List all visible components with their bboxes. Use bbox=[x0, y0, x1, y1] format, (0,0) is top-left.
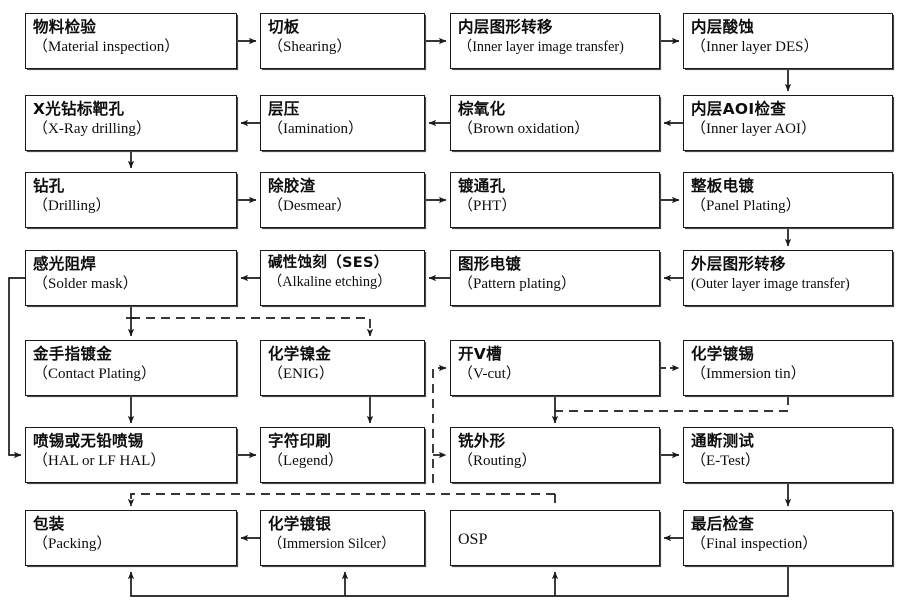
node-label-en: （Immersion Silcer） bbox=[268, 535, 396, 552]
node-inner-layer-image-transfer[interactable]: 内层图形转移 （Inner layer image transfer) bbox=[450, 13, 660, 69]
edge-solder-mask-to-hal bbox=[8, 277, 25, 459]
node-label-en: （PHT） bbox=[458, 197, 517, 214]
node-label-cn: 物料检验 bbox=[33, 18, 97, 36]
node-label-cn: 化学镀银 bbox=[268, 515, 332, 533]
node-label-en: (Outer layer image transfer) bbox=[691, 275, 850, 292]
node-osp[interactable]: OSP bbox=[450, 510, 660, 566]
node-label-en: （Immersion tin） bbox=[691, 365, 806, 382]
node-label-en: （Inner layer DES） bbox=[691, 38, 819, 55]
node-label-cn: 镀通孔 bbox=[458, 177, 506, 195]
node-label-cn: 字符印刷 bbox=[268, 432, 332, 450]
node-label-en: （E-Test） bbox=[691, 452, 760, 469]
edge-bottom-return-bus bbox=[127, 566, 789, 597]
node-label-cn: 开V槽 bbox=[458, 345, 502, 363]
edge-solder-mask-to-enig bbox=[131, 317, 374, 337]
edge-enig-to-v-cut bbox=[432, 364, 447, 483]
node-desmear[interactable]: 除胶渣 （Desmear） bbox=[260, 172, 425, 228]
node-label-cn: 外层图形转移 bbox=[691, 255, 786, 273]
node-label-en: （Desmear） bbox=[268, 197, 352, 214]
node-label-cn: 金手指镀金 bbox=[33, 345, 113, 363]
node-label-cn: 整板电镀 bbox=[691, 177, 755, 195]
node-label-en: （Brown oxidation） bbox=[458, 120, 590, 137]
node-label-cn: 喷锡或无铅喷锡 bbox=[33, 432, 144, 450]
node-label-cn: 层压 bbox=[268, 100, 300, 118]
node-label-en: （Pattern plating） bbox=[458, 275, 576, 292]
node-solder-mask[interactable]: 感光阻焊 （Solder mask） bbox=[25, 250, 237, 306]
node-label-cn: 感光阻焊 bbox=[33, 255, 97, 273]
node-pht[interactable]: 镀通孔 （PHT） bbox=[450, 172, 660, 228]
node-brown-oxidation[interactable]: 棕氧化 （Brown oxidation） bbox=[450, 95, 660, 151]
node-label-cn: 钻孔 bbox=[33, 177, 65, 195]
node-label-cn: 除胶渣 bbox=[268, 177, 316, 195]
node-packing[interactable]: 包装 （Packing） bbox=[25, 510, 237, 566]
node-label-cn: 化学镀锡 bbox=[691, 345, 755, 363]
node-inner-layer-aoi[interactable]: 内层AOI检查 （Inner layer AOI） bbox=[683, 95, 893, 151]
node-contact-plating[interactable]: 金手指镀金 （Contact Plating） bbox=[25, 340, 237, 396]
node-final-inspection[interactable]: 最后检查 （Final inspection） bbox=[683, 510, 893, 566]
node-enig[interactable]: 化学镍金 （ENIG） bbox=[260, 340, 425, 396]
node-label-en: （Legend） bbox=[268, 452, 343, 469]
node-drilling[interactable]: 钻孔 （Drilling） bbox=[25, 172, 237, 228]
node-label-en: （Contact Plating） bbox=[33, 365, 156, 382]
node-label-cn: 包装 bbox=[33, 515, 65, 533]
node-pattern-plating[interactable]: 图形电镀 （Pattern plating） bbox=[450, 250, 660, 306]
node-alkaline-etching[interactable]: 碱性蚀刻（SES） （Alkaline etching） bbox=[260, 250, 425, 306]
node-label-en: （Routing） bbox=[458, 452, 537, 469]
node-label-en: （Alkaline etching） bbox=[268, 274, 392, 291]
node-hal[interactable]: 喷锡或无铅喷锡 （HAL or LF HAL） bbox=[25, 427, 237, 483]
node-label-en: （HAL or LF HAL） bbox=[33, 452, 166, 469]
node-e-test[interactable]: 通断测试 （E-Test） bbox=[683, 427, 893, 483]
node-label-en: （Iamination） bbox=[268, 120, 363, 137]
node-label-en: （X-Ray drilling） bbox=[33, 120, 151, 137]
node-label-cn: X光钻标靶孔 bbox=[33, 100, 125, 118]
node-label-en: （Solder mask） bbox=[33, 275, 138, 292]
node-label-en: （Packing） bbox=[33, 535, 112, 552]
node-label-en: （Final inspection） bbox=[691, 535, 818, 552]
node-v-cut[interactable]: 开V槽 （V-cut） bbox=[450, 340, 660, 396]
node-label-cn: 图形电镀 bbox=[458, 255, 522, 273]
node-panel-plating[interactable]: 整板电镀 （Panel Plating） bbox=[683, 172, 893, 228]
node-lamination[interactable]: 层压 （Iamination） bbox=[260, 95, 425, 151]
node-immersion-silver[interactable]: 化学镀银 （Immersion Silcer） bbox=[260, 510, 425, 566]
node-label-cn: 铣外形 bbox=[458, 432, 506, 450]
node-material-inspection[interactable]: 物料检验 （Material inspection） bbox=[25, 13, 237, 69]
node-label-cn: 碱性蚀刻（SES） bbox=[268, 255, 389, 271]
node-routing[interactable]: 铣外形 （Routing） bbox=[450, 427, 660, 483]
node-label-en: （Material inspection） bbox=[33, 38, 180, 55]
edge-legend-to-packing bbox=[127, 493, 555, 507]
node-label-cn: 最后检查 bbox=[691, 515, 755, 533]
node-label-en: （Inner layer AOI） bbox=[691, 120, 816, 137]
node-label-osp: OSP bbox=[458, 531, 488, 548]
node-label-en: （Panel Plating） bbox=[691, 197, 801, 214]
node-label-en: （Shearing） bbox=[268, 38, 352, 55]
node-label-en: （V-cut） bbox=[458, 365, 521, 382]
node-label-cn: 化学镍金 bbox=[268, 345, 332, 363]
node-xray-drilling[interactable]: X光钻标靶孔 （X-Ray drilling） bbox=[25, 95, 237, 151]
node-label-en: （Drilling） bbox=[33, 197, 111, 214]
node-label-cn: 通断测试 bbox=[691, 432, 755, 450]
node-label-en: （ENIG） bbox=[268, 365, 334, 382]
node-outer-layer-image-transfer[interactable]: 外层图形转移 (Outer layer image transfer) bbox=[683, 250, 893, 306]
node-legend[interactable]: 字符印刷 （Legend） bbox=[260, 427, 425, 483]
node-label-cn: 切板 bbox=[268, 18, 300, 36]
node-inner-layer-des[interactable]: 内层酸蚀 （Inner layer DES） bbox=[683, 13, 893, 69]
node-label-cn: 内层图形转移 bbox=[458, 18, 553, 36]
node-shearing[interactable]: 切板 （Shearing） bbox=[260, 13, 425, 69]
node-immersion-tin[interactable]: 化学镀锡 （Immersion tin） bbox=[683, 340, 893, 396]
node-label-cn: 棕氧化 bbox=[458, 100, 506, 118]
edge-immersion-tin-to-routing bbox=[555, 396, 789, 412]
node-label-en: （Inner layer image transfer) bbox=[458, 38, 624, 55]
node-label-cn: 内层AOI检查 bbox=[691, 100, 787, 118]
node-label-cn: 内层酸蚀 bbox=[691, 18, 755, 36]
